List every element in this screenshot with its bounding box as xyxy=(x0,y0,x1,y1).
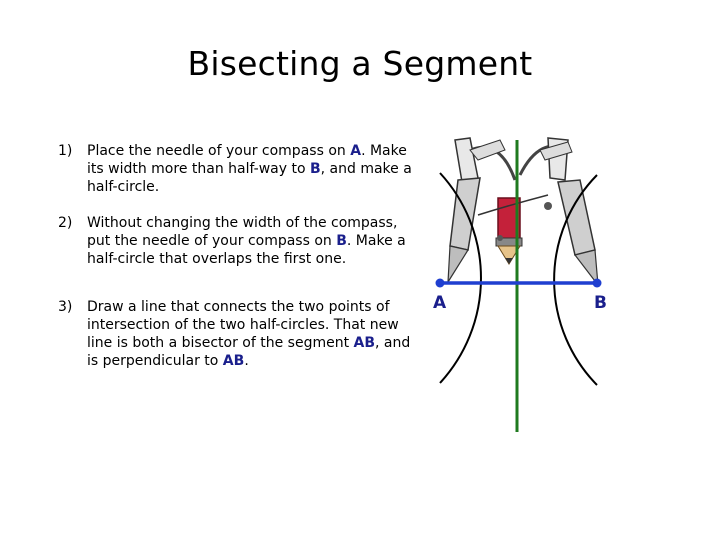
arc-from-a xyxy=(439,172,482,384)
segment-ref-ab: AB xyxy=(353,335,376,351)
point-ref-a: A xyxy=(350,143,362,159)
compass-top xyxy=(539,141,573,161)
point-a-dot xyxy=(435,278,445,288)
step-text: Draw a line that connects the two points… xyxy=(87,298,418,370)
point-b-dot xyxy=(592,278,602,288)
pencil-tip xyxy=(497,245,521,265)
segment-ref-ab: AB xyxy=(222,353,245,369)
arc-from-b xyxy=(553,174,598,386)
compass-top xyxy=(469,139,506,161)
step-text-part: . Make a half-circle that overlaps the f… xyxy=(87,233,406,267)
compass-illustration xyxy=(447,137,599,287)
compass-needle xyxy=(447,245,469,283)
step-text-part: , and is perpendicular to xyxy=(87,335,411,369)
step-text-part: . xyxy=(244,353,249,369)
slide-title: Bisecting a Segment xyxy=(187,44,533,83)
instruction-steps: 1) Place the needle of your compass on A… xyxy=(58,142,418,388)
step-text-part: , and make a half-circle. xyxy=(87,161,412,195)
pencil-lead xyxy=(505,258,513,264)
step-text-part: Place the needle of your compass on xyxy=(87,143,351,159)
compass-needle xyxy=(573,249,599,287)
right-compass-icon xyxy=(518,137,599,287)
point-a-label: A xyxy=(433,293,447,313)
step-number: 3) xyxy=(58,299,73,315)
step-2: 2) Without changing the width of the com… xyxy=(58,214,418,268)
compass-arm xyxy=(557,179,596,256)
step-text: Without changing the width of the compas… xyxy=(87,214,418,268)
step-1: 1) Place the needle of your compass on A… xyxy=(58,142,418,196)
step-text-part: . Make its width more than half-way to xyxy=(87,143,407,177)
step-3: 3) Draw a line that connects the two poi… xyxy=(58,298,418,370)
compass-handle xyxy=(454,137,479,183)
step-text-part: Draw a line that connects the two points… xyxy=(87,299,399,351)
compass-screw xyxy=(497,235,503,241)
step-number: 2) xyxy=(58,215,73,231)
compass-screw xyxy=(544,202,552,210)
step-text: Place the needle of your compass on A. M… xyxy=(87,142,418,196)
point-ref-b: B xyxy=(309,161,321,177)
point-ref-b: B xyxy=(336,233,347,249)
compass-crossbar xyxy=(477,194,549,216)
point-b-label: B xyxy=(594,293,607,313)
pencil-icon xyxy=(495,197,523,265)
step-number: 1) xyxy=(58,143,73,159)
step-text-part: Without changing the width of the compas… xyxy=(87,215,398,249)
